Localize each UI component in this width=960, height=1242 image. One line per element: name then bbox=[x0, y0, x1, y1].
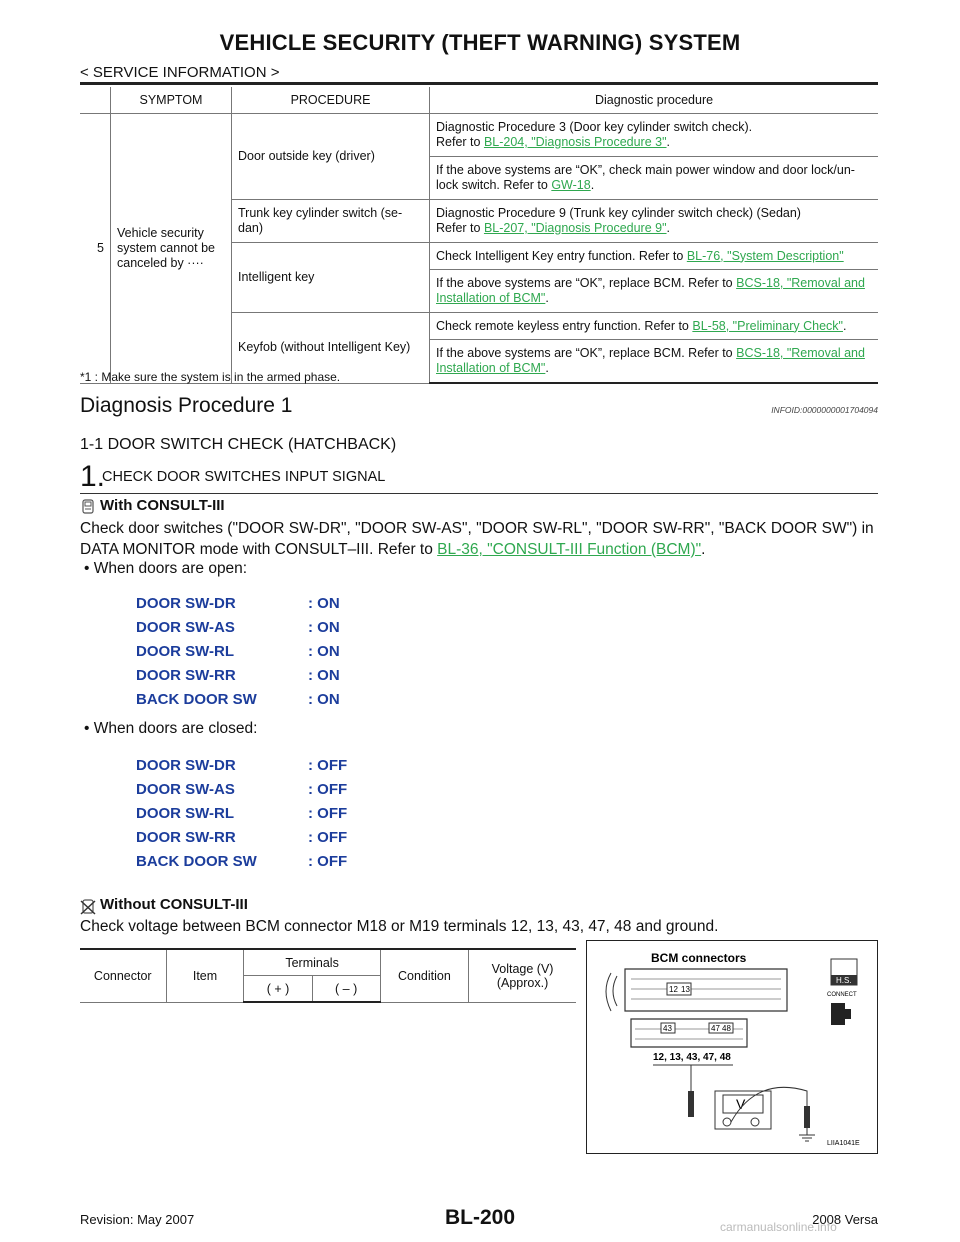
svg-text:47: 47 bbox=[711, 1024, 720, 1033]
figure-title: BCM connectors bbox=[651, 951, 747, 965]
consult-function-link[interactable]: BL-36, "CONSULT-III Function (BCM)" bbox=[437, 541, 702, 558]
svg-text:H.S.: H.S. bbox=[836, 976, 852, 985]
table-row: ( + ) ( – ) bbox=[80, 975, 576, 1003]
open-signals-list: DOOR SW-DR: ON DOOR SW-AS: ON DOOR SW-RL… bbox=[136, 595, 340, 715]
table-row: Keyfob (without Intelligent Key) Check r… bbox=[80, 312, 878, 384]
bcm-connector-figure: BCM connectors 12 13 43 47 48 12, 13, 43… bbox=[586, 940, 878, 1154]
section-title: Diagnosis Procedure 1 bbox=[80, 394, 293, 417]
footer-revision: Revision: May 2007 bbox=[80, 1212, 195, 1227]
watermark: carmanualsonline.info bbox=[720, 1220, 837, 1234]
signal-row: DOOR SW-RR: ON bbox=[136, 667, 340, 684]
step-number: 1. bbox=[80, 460, 106, 493]
without-consult-paragraph: Check voltage between BCM connector M18 … bbox=[80, 918, 719, 935]
signal-row: DOOR SW-DR: OFF bbox=[136, 757, 348, 774]
symptom-cell: Vehicle security system cannot be cancel… bbox=[110, 113, 232, 384]
connector-plug-icon bbox=[831, 1003, 851, 1025]
open-label: • When doors are open: bbox=[84, 560, 248, 577]
page-subtitle: < SERVICE INFORMATION > bbox=[80, 64, 280, 81]
procedure-cell: Intelligent key bbox=[231, 242, 430, 313]
table-footnote: *1 : Make sure the system is in the arme… bbox=[80, 370, 341, 384]
svg-text:43: 43 bbox=[663, 1024, 672, 1033]
diag-cell: Check Intelligent Key entry function. Re… bbox=[429, 242, 878, 270]
table-row: 5 Vehicle security system cannot be canc… bbox=[80, 113, 878, 384]
connect-label: CONNECT bbox=[827, 992, 857, 998]
diag-cell: Diagnostic Procedure 9 (Trunk key cylind… bbox=[429, 199, 878, 243]
diag-cell: If the above systems are “OK”, check mai… bbox=[429, 156, 878, 200]
without-consult-label: Without CONSULT-III bbox=[100, 896, 248, 913]
table-row: Trunk key cylinder switch (se-dan) Diagn… bbox=[80, 199, 878, 243]
col-minus: ( – ) bbox=[311, 975, 381, 1003]
ref-link[interactable]: BCS-18, "Removal and Installation of BCM… bbox=[436, 346, 865, 375]
table-row: Connector Item Terminals Condition Volta… bbox=[80, 948, 576, 1003]
probe-positive bbox=[688, 1091, 694, 1117]
procedure-cell: Keyfob (without Intelligent Key) bbox=[231, 312, 430, 384]
ref-link[interactable]: GW-18 bbox=[551, 178, 591, 192]
connector-lower: 43 47 48 bbox=[630, 1018, 748, 1048]
closed-label: • When doors are closed: bbox=[84, 720, 258, 737]
step-rule bbox=[80, 493, 878, 494]
col-voltage: Voltage (V) (Approx.) bbox=[468, 948, 576, 1003]
connector-upper: 12 13 bbox=[605, 968, 788, 1012]
ref-link[interactable]: BL-58, "Preliminary Check" bbox=[692, 318, 843, 333]
page-title: VEHICLE SECURITY (THEFT WARNING) SYSTEM bbox=[219, 30, 741, 55]
signal-row: BACK DOOR SW: ON bbox=[136, 691, 340, 708]
with-consult-label: With CONSULT-III bbox=[100, 497, 225, 514]
table-row: If the above systems are “OK”, check mai… bbox=[80, 156, 878, 200]
table-header-cell bbox=[80, 87, 111, 114]
col-plus: ( + ) bbox=[243, 975, 313, 1003]
diag-cell: If the above systems are “OK”, replace B… bbox=[429, 339, 878, 384]
svg-text:V: V bbox=[736, 1096, 746, 1112]
info-id: INFOID:0000000001704094 bbox=[771, 405, 878, 415]
signal-row: DOOR SW-RL: OFF bbox=[136, 805, 348, 822]
table-row: If the above systems are “OK”, replace B… bbox=[80, 269, 878, 313]
connector-diagram: BCM connectors 12 13 43 47 48 12, 13, 43… bbox=[605, 951, 860, 1147]
procedure-cell: Trunk key cylinder switch (se-dan) bbox=[231, 199, 430, 243]
diag-cell: Check remote keyless entry function. Ref… bbox=[429, 312, 878, 340]
diag-cell: Diagnostic Procedure 3 (Door key cylinde… bbox=[429, 113, 878, 157]
signal-row: DOOR SW-RL: ON bbox=[136, 643, 340, 660]
footer-model: 2008 Versa bbox=[812, 1212, 878, 1227]
ref-link[interactable]: BCS-18, "Removal and Installation of BCM… bbox=[436, 276, 865, 305]
with-consult-paragraph: Check door switches ("DOOR SW-DR", "DOOR… bbox=[80, 520, 874, 558]
table-header-cell: PROCEDURE bbox=[231, 87, 430, 114]
consult-tool-icon bbox=[82, 499, 94, 514]
table-row: Intelligent key Check Intelligent Key en… bbox=[80, 242, 878, 313]
figure-id: LIIA1041E bbox=[827, 1140, 860, 1147]
hs-badge-icon: H.S. bbox=[830, 958, 858, 986]
step-title: CHECK DOOR SWITCHES INPUT SIGNAL bbox=[102, 469, 386, 485]
col-connector: Connector bbox=[80, 948, 167, 1003]
svg-text:12: 12 bbox=[669, 985, 678, 994]
signal-row: DOOR SW-AS: ON bbox=[136, 619, 340, 636]
col-condition: Condition bbox=[379, 948, 470, 1003]
closed-signals-list: DOOR SW-DR: OFF DOOR SW-AS: OFF DOOR SW-… bbox=[136, 757, 347, 877]
subsection-title: 1-1 DOOR SWITCH CHECK (HATCHBACK) bbox=[80, 436, 397, 453]
no-consult-icon bbox=[80, 899, 96, 915]
probe-negative bbox=[804, 1106, 810, 1128]
table-header-cell: SYMPTOM bbox=[110, 87, 232, 114]
signal-row: DOOR SW-AS: OFF bbox=[136, 781, 348, 798]
terminal-label: 12, 13, 43, 47, 48 bbox=[653, 1052, 731, 1063]
col-item: Item bbox=[165, 948, 245, 1003]
header-rule bbox=[80, 82, 878, 85]
signal-row: DOOR SW-DR: ON bbox=[136, 595, 340, 612]
ref-link[interactable]: BL-204, "Diagnosis Procedure 3" bbox=[483, 135, 667, 149]
table-header-cell: Diagnostic procedure bbox=[429, 87, 878, 114]
procedure-cell: Door outside key (driver) bbox=[231, 113, 430, 200]
svg-text:13: 13 bbox=[681, 985, 690, 994]
symptom-table: SYMPTOM PROCEDURE Diagnostic procedure 5… bbox=[80, 87, 878, 384]
svg-text:48: 48 bbox=[722, 1024, 731, 1033]
row-number: 5 bbox=[80, 113, 111, 384]
diag-cell: If the above systems are “OK”, replace B… bbox=[429, 269, 878, 313]
ref-link[interactable]: BL-207, "Diagnosis Procedure 9" bbox=[483, 221, 667, 235]
footer-page-number: BL-200 bbox=[444, 1206, 516, 1229]
signal-row: DOOR SW-RR: OFF bbox=[136, 829, 348, 846]
voltage-table: Connector Item Terminals Condition Volta… bbox=[80, 948, 576, 1003]
signal-row: BACK DOOR SW: OFF bbox=[136, 853, 348, 870]
table-row: If the above systems are “OK”, replace B… bbox=[80, 339, 878, 384]
ref-link[interactable]: BL-76, "System Description" bbox=[686, 248, 844, 263]
col-terminals: Terminals bbox=[243, 948, 381, 976]
table-header-row: SYMPTOM PROCEDURE Diagnostic procedure bbox=[80, 87, 878, 114]
